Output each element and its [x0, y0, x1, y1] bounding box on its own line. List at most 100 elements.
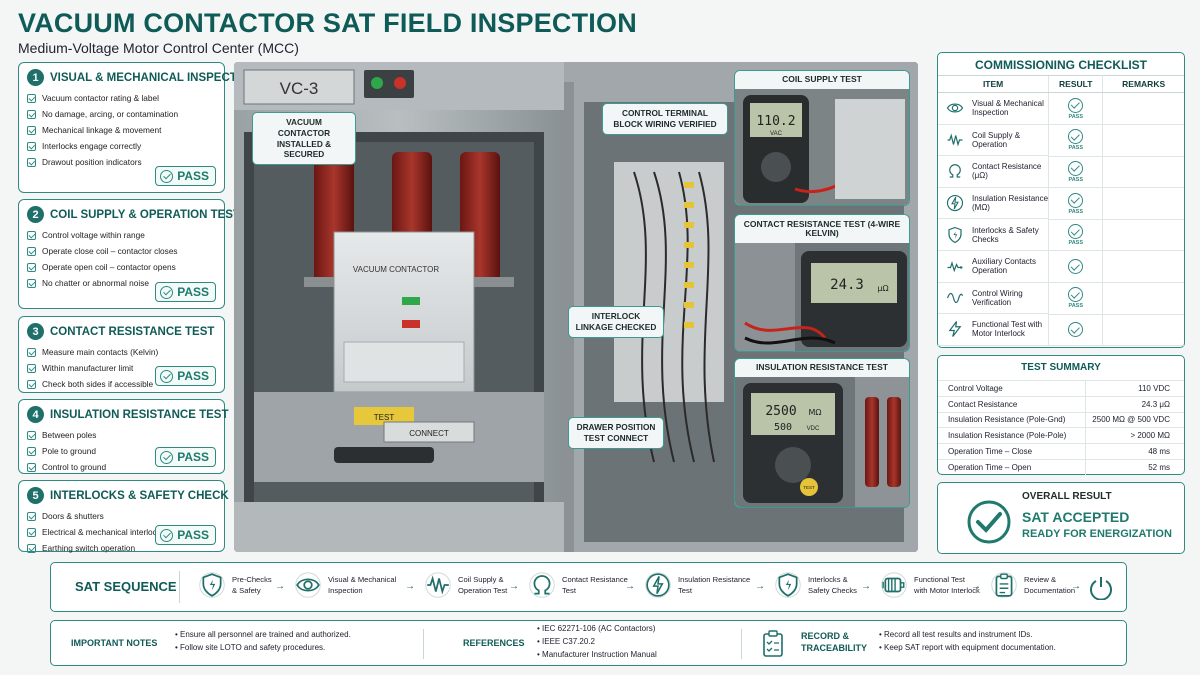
check-circle-icon	[1068, 322, 1084, 338]
step-check-item: Control to ground	[27, 459, 216, 475]
checkbox-checked-icon	[27, 511, 36, 521]
panel-tag: VC-3	[280, 79, 319, 98]
step-check-label: Operate open coil – contactor opens	[42, 262, 176, 272]
summary-value: > 2000 MΩ	[1085, 427, 1184, 444]
check-circle-icon	[1068, 287, 1084, 303]
summary-key: Contact Resistance	[938, 395, 1086, 413]
step-check-label: Measure main contacts (Kelvin)	[42, 347, 159, 357]
checklist-item-label: Contact Resistance (μΩ)	[972, 162, 1042, 181]
checkbox-checked-icon	[27, 246, 36, 256]
step-check-label: No chatter or abnormal noise	[42, 278, 149, 288]
summary-key: Insulation Resistance (Pole-Pole)	[938, 427, 1086, 444]
clipboard-icon	[991, 572, 1017, 598]
check-circle-icon	[1068, 97, 1084, 113]
arrow-right-icon: →	[625, 581, 635, 592]
step-title: CONTACT RESISTANCE TEST	[50, 325, 215, 338]
sequence-step-line2: Test	[678, 586, 692, 595]
check-circle-icon	[160, 285, 174, 299]
checklist-row: Contact Resistance (μΩ) PASS	[938, 156, 1184, 189]
result-label: PASS	[1068, 208, 1084, 215]
check-circle-icon	[160, 450, 174, 464]
sequence-step-line2: Documentation	[1024, 586, 1076, 595]
sequence-step-line1: Insulation Resistance	[678, 575, 751, 584]
checklist-item-cell: Auxiliary Contacts Operation	[938, 251, 1049, 283]
bolt-icon	[948, 321, 962, 338]
checklist-result-cell: PASS	[1048, 92, 1104, 126]
record-line1: • Record all test results and instrument…	[879, 630, 1033, 639]
step-check-item: No damage, arcing, or contamination	[27, 106, 216, 122]
checklist-result-cell	[1048, 250, 1104, 284]
step-check-item: Earthing switch operation	[27, 540, 216, 556]
lightning-icon	[946, 195, 964, 212]
step-check-item: Pole to ground	[27, 443, 216, 459]
callout-drawer: DRAWER POSITION TEST CONNECT	[568, 417, 664, 449]
pulse-icon	[947, 261, 963, 273]
motor-icon	[881, 572, 907, 598]
result-label: PASS	[1068, 176, 1084, 183]
pass-label: PASS	[177, 450, 209, 464]
drawer-test-label: TEST	[374, 413, 395, 422]
checklist-item-cell: Functional Test with Motor Interlock	[938, 314, 1049, 346]
reference-line3: • Manufacturer Instruction Manual	[537, 650, 657, 659]
checklist-result-cell: PASS	[1048, 219, 1104, 252]
check-circle-icon	[1068, 129, 1084, 145]
sequence-step-line2: & Safety	[232, 586, 261, 595]
record-line2: • Keep SAT report with equipment documen…	[879, 643, 1056, 652]
important-notes-line2: • Follow site LOTO and safety procedures…	[175, 643, 326, 652]
checklist-remarks-cell	[1102, 282, 1184, 315]
step-check-label: Electrical & mechanical interlocks	[42, 527, 166, 537]
step-check-item: Drawout position indicators	[27, 154, 216, 170]
checkbox-checked-icon	[27, 262, 36, 272]
step-check-item: Mechanical linkage & movement	[27, 122, 216, 138]
checklist-item-label: Auxiliary Contacts Operation	[972, 257, 1037, 276]
checkbox-checked-icon	[27, 157, 36, 167]
sequence-step-line2: Test	[562, 586, 576, 595]
sequence-step: Pre-Checks& Safety	[199, 572, 272, 598]
step-check-item: Doors & shutters	[27, 508, 216, 524]
overall-line2: READY FOR ENERGIZATION	[1022, 528, 1172, 540]
sequence-step-line1: Contact Resistance	[562, 575, 628, 584]
omega-icon	[529, 572, 555, 598]
important-notes-line1: • Ensure all personnel are trained and a…	[175, 630, 351, 639]
check-circle-icon	[1068, 192, 1084, 208]
contact-reading: 24.3	[830, 277, 864, 293]
megger-graphic: 2500 MΩ 500 VDC TEST	[735, 377, 909, 507]
step-number: 5	[27, 487, 44, 504]
mcc-photo: VC-3 VACUUM CONTACTOR TEST CONNECT	[234, 62, 918, 552]
sequence-step-line1: Functional Test	[914, 575, 965, 584]
checklist-item-label: Interlocks & Safety Checks	[972, 225, 1039, 244]
summary-value: 2500 MΩ @ 500 VDC	[1085, 411, 1184, 428]
checkbox-checked-icon	[27, 109, 36, 119]
pass-badge: PASS	[155, 166, 216, 186]
insulation-unit: MΩ	[808, 408, 821, 417]
sequence-step-line2: with Motor Interlock	[914, 586, 980, 595]
notes-bar: IMPORTANT NOTES • Ensure all personnel a…	[50, 620, 1127, 666]
col-result: RESULT	[1048, 75, 1104, 93]
sequence-step-line1: Coil Supply &	[458, 575, 504, 584]
inset-coil-supply: COIL SUPPLY TEST 110.2 VAC	[734, 70, 910, 206]
step-number: 4	[27, 406, 44, 423]
summary-row: Insulation Resistance (Pole-Gnd)2500 MΩ …	[938, 411, 1184, 428]
check-circle-icon	[160, 369, 174, 383]
result-label: PASS	[1068, 240, 1084, 247]
shield-icon	[948, 226, 962, 243]
step-title: VISUAL & MECHANICAL INSPECTION	[50, 71, 258, 84]
step-check-label: Pole to ground	[42, 446, 96, 456]
checklist-result-cell	[1048, 314, 1104, 347]
reference-line1: • IEC 62271-106 (AC Contactors)	[537, 624, 656, 633]
check-circle-icon	[160, 169, 174, 183]
check-circle-icon	[160, 528, 174, 542]
drawer-connect-label: CONNECT	[409, 429, 449, 438]
sequence-step-line2: Safety Checks	[808, 586, 857, 595]
checklist-item-cell: Coil Supply & Operation	[938, 125, 1049, 157]
checklist-remarks-cell	[1102, 314, 1184, 347]
